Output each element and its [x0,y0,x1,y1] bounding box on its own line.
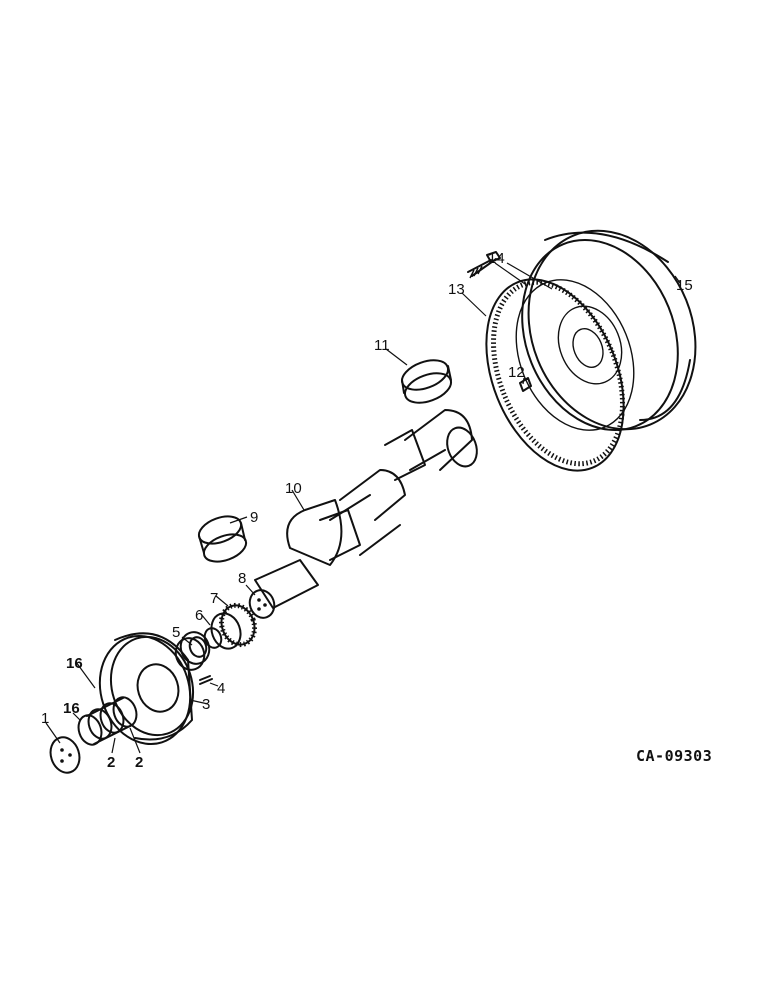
crank-nose [248,589,276,619]
thrust-bearing [401,359,452,404]
callout-6: 6 [195,607,203,624]
callout-2a: 2 [107,754,115,771]
flywheel [515,229,697,431]
callout-8: 8 [238,570,246,587]
callout-14: 14 [488,250,505,267]
callout-9: 9 [250,509,258,526]
callout-10: 10 [285,480,302,497]
callout-16a: 16 [66,655,83,672]
callout-11: 11 [374,337,390,354]
crankshaft [254,409,478,609]
pulley [98,632,195,746]
callout-4: 4 [217,680,225,697]
leader-lines [45,262,681,754]
ring-gear [485,278,625,472]
callout-7: 7 [210,590,218,607]
dowel-pin [519,377,532,392]
callout-15: 15 [676,277,693,294]
callout-13: 13 [448,281,465,298]
callout-3: 3 [202,696,210,713]
callout-5: 5 [172,624,180,641]
ring [203,627,223,649]
sleeves [77,696,138,746]
callout-2b: 2 [135,754,143,771]
callout-12: 12 [508,364,525,381]
crank-gear [210,602,258,650]
bolt [467,251,501,279]
reference-code: CA-09303 [636,747,712,765]
key [199,675,213,685]
main-bearing [197,515,248,563]
callout-16b: 16 [63,700,80,717]
callout-1: 1 [41,710,49,727]
cap [49,736,81,774]
